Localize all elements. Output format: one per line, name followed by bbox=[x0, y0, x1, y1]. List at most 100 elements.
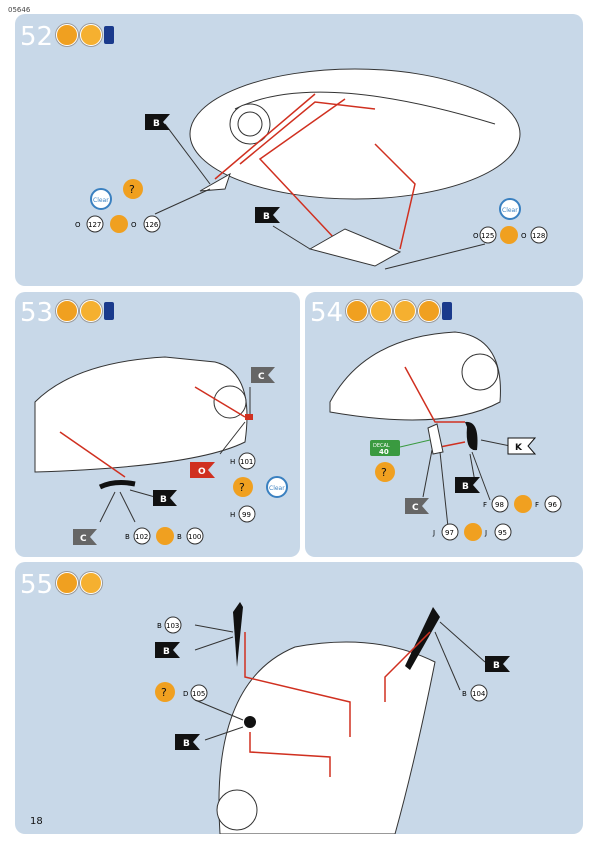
svg-text:?: ? bbox=[129, 183, 135, 196]
clear-paint-icon bbox=[499, 198, 521, 220]
step-54-number: 54 bbox=[310, 298, 344, 328]
svg-text:B: B bbox=[177, 533, 182, 541]
glue-icon bbox=[464, 523, 482, 541]
red-arrow bbox=[249, 732, 331, 777]
part-number-98 bbox=[491, 495, 509, 513]
svg-text:Clear: Clear bbox=[269, 485, 285, 492]
svg-text:K: K bbox=[515, 443, 523, 453]
svg-text:O: O bbox=[75, 221, 81, 229]
clear-paint-icon bbox=[266, 476, 288, 498]
hint-icon bbox=[123, 179, 143, 199]
flag-c: C bbox=[251, 367, 275, 383]
mirror-glass-part bbox=[427, 423, 444, 455]
red-arrow bbox=[439, 441, 466, 448]
part-number-127 bbox=[86, 215, 104, 233]
car-rear-view bbox=[189, 68, 521, 200]
part-number-126 bbox=[143, 215, 161, 233]
car-side-view bbox=[34, 356, 248, 473]
svg-text:96: 96 bbox=[548, 501, 557, 509]
hint-icon bbox=[155, 682, 175, 702]
flag-c: C bbox=[405, 498, 429, 514]
part-number-96 bbox=[544, 495, 562, 513]
flag-k: K bbox=[507, 437, 537, 455]
svg-text:Clear: Clear bbox=[93, 197, 109, 204]
svg-text:D: D bbox=[183, 690, 188, 698]
glue-icon bbox=[110, 215, 128, 233]
part-number-101 bbox=[238, 452, 256, 470]
glue-icon bbox=[56, 572, 78, 594]
hint-icon bbox=[233, 477, 253, 497]
step-52-diagram: B B Clear ? O 127 O 126 Clear O 125 O 12… bbox=[75, 68, 548, 270]
paint-can-icon bbox=[442, 302, 452, 320]
svg-text:?: ? bbox=[161, 686, 167, 699]
svg-text:100: 100 bbox=[188, 533, 201, 541]
svg-text:DECAL: DECAL bbox=[373, 443, 390, 449]
step-53-diagram: C O C B H 101 ? Clear H 99 B 102 B 100 bbox=[34, 356, 288, 545]
flag-b: B bbox=[485, 656, 510, 672]
svg-text:F: F bbox=[535, 501, 539, 509]
decal-badge bbox=[370, 440, 400, 456]
svg-text:99: 99 bbox=[242, 511, 251, 519]
kit-code: 05646 bbox=[8, 6, 31, 14]
svg-text:B: B bbox=[157, 622, 162, 630]
svg-text:B: B bbox=[183, 739, 190, 749]
wiper-part bbox=[233, 602, 243, 667]
red-arrow bbox=[214, 93, 316, 180]
washer-nozzle-part bbox=[244, 716, 256, 728]
red-arrow bbox=[404, 366, 465, 423]
svg-text:C: C bbox=[80, 534, 87, 544]
svg-text:97: 97 bbox=[445, 529, 454, 537]
flag-b: B bbox=[255, 207, 280, 223]
front-wheel bbox=[461, 353, 499, 391]
step-53-number: 53 bbox=[20, 298, 54, 328]
brush-icon bbox=[370, 300, 392, 322]
red-arrow bbox=[244, 632, 351, 737]
red-arrow bbox=[384, 631, 431, 702]
page-number: 18 bbox=[30, 816, 43, 827]
svg-text:B: B bbox=[493, 661, 500, 671]
red-arrow bbox=[59, 431, 126, 478]
flag-c: C bbox=[73, 529, 97, 545]
svg-text:O: O bbox=[131, 221, 137, 229]
brush-icon bbox=[80, 24, 102, 46]
decal-icon bbox=[394, 300, 416, 322]
svg-text:J: J bbox=[484, 529, 487, 537]
svg-text:101: 101 bbox=[240, 458, 253, 466]
step-52-number: 52 bbox=[20, 22, 54, 52]
car-front-view bbox=[218, 641, 436, 834]
star-decal-icon bbox=[418, 300, 440, 322]
part-number-100 bbox=[186, 527, 204, 545]
mirror-part bbox=[245, 414, 253, 420]
part-number-95 bbox=[494, 523, 512, 541]
svg-text:H: H bbox=[230, 511, 235, 519]
svg-text:B: B bbox=[160, 495, 167, 505]
part-number-103 bbox=[164, 616, 182, 634]
mirror-housing-part bbox=[465, 421, 478, 451]
rear-window-part bbox=[308, 228, 402, 267]
svg-text:?: ? bbox=[381, 466, 387, 479]
side-window-part bbox=[199, 172, 231, 192]
paint-can-icon bbox=[104, 26, 114, 44]
glue-icon bbox=[156, 527, 174, 545]
svg-text:128: 128 bbox=[532, 232, 545, 240]
flag-b: B bbox=[155, 642, 180, 658]
part-number-99 bbox=[238, 505, 256, 523]
brush-icon bbox=[80, 572, 102, 594]
svg-text:127: 127 bbox=[88, 221, 101, 229]
glue-icon bbox=[56, 24, 78, 46]
svg-text:95: 95 bbox=[498, 529, 507, 537]
step-55-number: 55 bbox=[20, 570, 54, 600]
svg-text:F: F bbox=[483, 501, 487, 509]
paint-can-icon bbox=[104, 302, 114, 320]
svg-text:C: C bbox=[258, 372, 265, 382]
svg-text:B: B bbox=[153, 119, 160, 129]
flag-b: B bbox=[153, 490, 177, 506]
svg-text:O: O bbox=[198, 467, 206, 477]
car-side-view bbox=[329, 331, 501, 421]
flag-b: B bbox=[455, 477, 480, 493]
flag-b: B bbox=[145, 114, 170, 130]
svg-text:102: 102 bbox=[135, 533, 148, 541]
glue-icon bbox=[346, 300, 368, 322]
door-handle-part bbox=[98, 480, 136, 490]
svg-text:40: 40 bbox=[379, 448, 389, 456]
